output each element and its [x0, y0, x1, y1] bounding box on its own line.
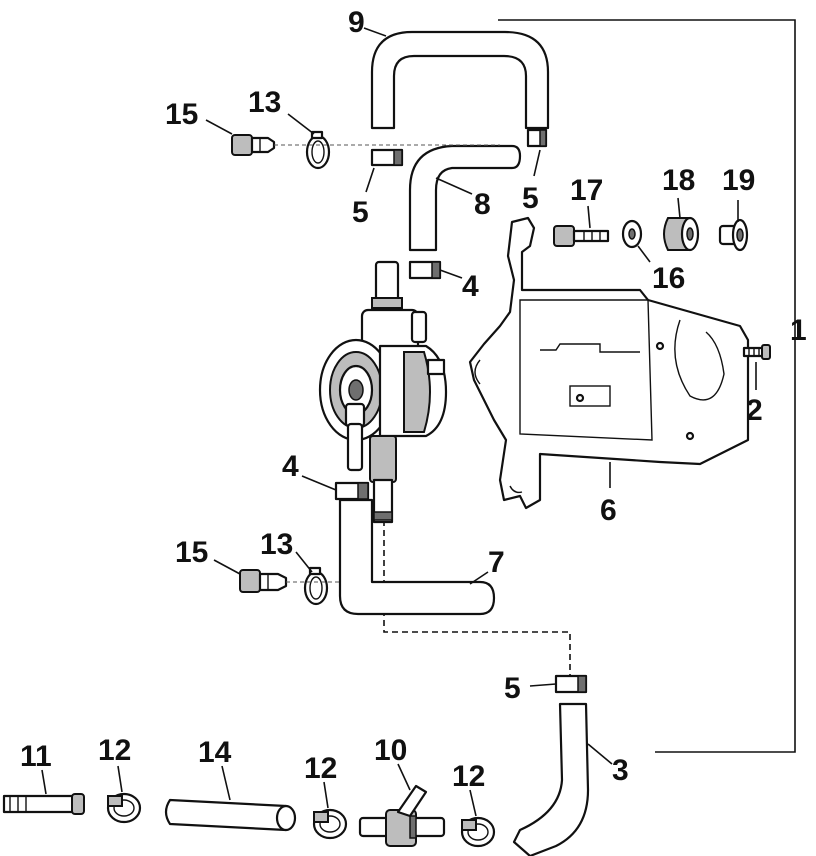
fitting-15-upper: [231, 134, 276, 156]
callout-13-upper: 13: [248, 86, 281, 119]
callout-6: 6: [600, 494, 617, 527]
callout-5-left: 5: [352, 196, 369, 229]
callout-12-middle: 12: [304, 752, 337, 785]
washer-16: [621, 219, 643, 249]
callout-4-upper: 4: [462, 270, 479, 303]
hose-14: [164, 798, 297, 832]
callout-2: 2: [746, 394, 763, 427]
callout-5-lower: 5: [504, 672, 521, 705]
callout-12-left: 12: [98, 734, 131, 767]
bolt-17: [553, 225, 610, 247]
valve-10: [358, 784, 446, 847]
callout-16: 16: [652, 262, 685, 295]
hose-9: [370, 30, 550, 130]
callout-7: 7: [488, 546, 505, 579]
callout-4-lower: 4: [282, 450, 299, 483]
clamp-13-upper: [305, 130, 331, 170]
callout-14: 14: [198, 736, 232, 769]
sleeve-5-upper-left: [370, 148, 404, 167]
clamp-12-middle: [312, 808, 348, 840]
sleeve-4-upper: [408, 260, 442, 280]
nipple-11: [2, 793, 85, 815]
hose-7: [338, 498, 496, 616]
callout-1: 1: [790, 314, 807, 347]
callout-9: 9: [348, 6, 365, 39]
callout-10: 10: [374, 734, 407, 767]
sleeve-5-upper-right: [526, 128, 548, 148]
clamp-13-lower: [303, 566, 329, 606]
fuel-pump: [318, 260, 448, 524]
bracket-6: [468, 216, 750, 510]
hose-8: [408, 144, 522, 252]
callout-5-right: 5: [522, 182, 539, 215]
callout-17: 17: [570, 174, 603, 207]
hose-3: [512, 702, 590, 856]
grommet-18: [663, 216, 700, 252]
callout-15-lower: 15: [175, 536, 208, 569]
clamp-12-right: [460, 816, 496, 848]
assembly-bracket-1: [498, 19, 796, 753]
sleeve-4-lower: [334, 481, 370, 501]
clamp-12-left: [106, 792, 142, 824]
callout-19: 19: [722, 164, 755, 197]
fitting-15-lower: [239, 569, 288, 593]
callout-11: 11: [20, 740, 52, 773]
leader-lines: [41, 27, 757, 817]
callout-labels: 9 15 13 5 8 5 17 18 19 16 4 1 2 4 6 15 1…: [20, 6, 807, 793]
screw-2: [742, 344, 771, 360]
callout-18: 18: [662, 164, 695, 197]
callout-8: 8: [474, 188, 491, 221]
callout-15-upper: 15: [165, 98, 198, 131]
callout-13-lower: 13: [260, 528, 293, 561]
bushing-19: [718, 218, 749, 252]
callout-3: 3: [612, 754, 629, 787]
sleeve-5-lower: [554, 674, 588, 694]
callout-12-right: 12: [452, 760, 485, 793]
